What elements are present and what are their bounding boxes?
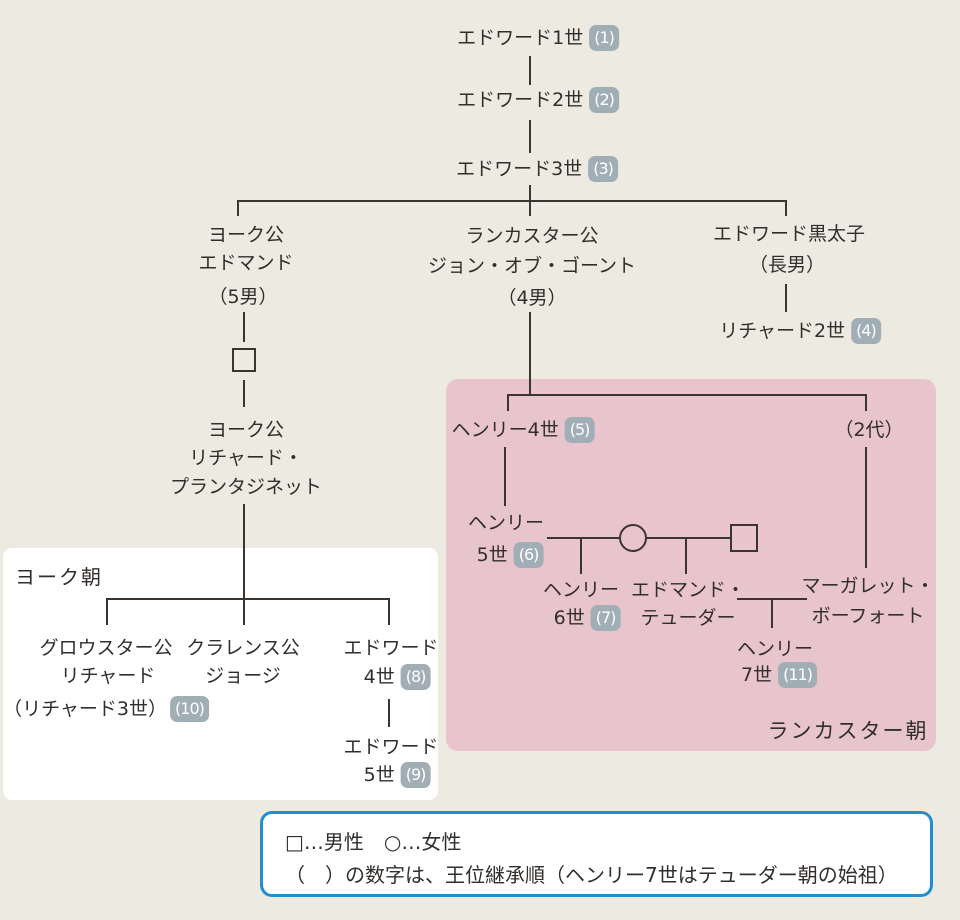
node-margaret-line1: マーガレット・ [801,575,935,597]
node-label: リチャード2世 [719,319,846,342]
succession-badge: (3) [588,156,618,182]
succession-badge: (7) [590,605,621,631]
node-edmund-tudor-line2: テューダー [640,607,736,629]
connector [529,56,531,85]
node-label: エドワード1世 [457,26,584,49]
connector [580,538,582,574]
node-two-generations: （2代） [834,419,904,441]
connector [507,394,509,411]
succession-badge: (1) [589,25,619,51]
node-henry4: ヘンリー4世 (5) [452,417,595,443]
succession-badge: (8) [400,664,431,690]
node-edmund-york-line3: （5男） [208,286,278,308]
node-black-prince-line2: （長男） [748,254,826,276]
connector [529,120,531,153]
node-henry7-line2: 7世 (11) [741,662,817,688]
succession-badge: (11) [778,662,817,688]
node-gloucester-line1: グロウスター公 [39,637,173,659]
node-richard-plantagenet-line2: リチャード・ [189,447,303,469]
connector [547,537,619,539]
node-henry7-line1: ヘンリー [736,638,814,660]
node-edward4-line1: エドワード [343,637,439,659]
node-henry6-line1: ヘンリー [542,579,620,601]
connector [243,380,245,407]
succession-badge: (4) [851,318,881,344]
node-label: 5世 [363,763,395,786]
connector [243,312,245,342]
connector [106,598,108,625]
node-gloucester-line3: （リチャード3世） (10) [3,696,209,722]
connector [388,598,390,625]
node-edward2: エドワード2世 (2) [457,87,619,113]
node-henry5-line2: 5世 (6) [477,542,544,568]
node-john-gaunt-line3: （4男） [497,287,567,309]
node-edward4-line2: 4世 (8) [364,664,431,690]
connector [388,699,390,727]
node-clarence-line2: ジョージ [205,665,281,687]
node-gloucester-line2: リチャード [60,665,156,687]
york-dynasty-box [3,548,438,800]
node-henry6-line2: 6世 (7) [554,605,621,631]
succession-badge: (6) [513,542,544,568]
node-black-prince-line1: エドワード黒太子 [712,223,866,245]
connector [865,394,867,411]
node-richard2: リチャード2世 (4) [719,318,881,344]
legend-box [260,811,933,897]
node-label: 6世 [553,606,585,629]
node-edward1: エドワード1世 (1) [457,25,619,51]
connector [237,200,239,216]
lancaster-dynasty-label: ランカスター朝 [767,719,929,743]
legend-symbols-line: □…男性 ○…女性 [285,830,462,854]
legend-numbers-line: （ ）の数字は、王位継承順（ヘンリー7世はテューダー朝の始祖） [285,863,898,887]
york-dynasty-label: ヨーク朝 [15,565,103,589]
connector [243,504,245,625]
node-john-gaunt-line1: ランカスター公 [465,225,599,247]
node-henry5-line1: ヘンリー [467,512,545,534]
connector [237,200,787,202]
node-richard-plantagenet-line1: ヨーク公 [207,419,285,441]
node-label: ヘンリー4世 [451,418,559,441]
male-symbol [730,524,758,552]
node-label: 5世 [476,543,508,566]
node-edward5-line2: 5世 (9) [364,762,431,788]
female-symbol [619,524,647,552]
node-edmund-tudor-line1: エドマンド・ [630,579,746,601]
connector [529,312,531,395]
node-clarence-line1: クラレンス公 [186,637,300,659]
connector [106,598,390,600]
node-edmund-york-line1: ヨーク公 [207,224,285,246]
node-edmund-york-line2: エドマンド [198,252,294,274]
connector [504,447,506,506]
connector [785,284,787,312]
node-label: エドワード2世 [457,88,584,111]
node-edward3: エドワード3世 (3) [456,156,618,182]
node-label: 7世 [741,663,773,686]
node-label: エドワード3世 [456,157,583,180]
connector [865,447,867,568]
node-label: （リチャード3世） [3,697,168,720]
succession-badge: (5) [564,417,595,443]
succession-badge: (2) [589,87,619,113]
node-john-gaunt-line2: ジョン・オブ・ゴーント [427,255,637,277]
node-label: 4世 [363,665,395,688]
succession-badge: (10) [170,696,209,722]
connector [685,538,687,574]
connector [771,598,773,628]
connector [647,537,731,539]
male-symbol [232,348,256,372]
node-edward5-line1: エドワード [343,736,439,758]
connector [507,394,867,396]
succession-badge: (9) [400,762,431,788]
node-margaret-line2: ボーフォート [811,605,925,627]
connector [785,200,787,216]
node-richard-plantagenet-line3: プランタジネット [169,476,323,498]
